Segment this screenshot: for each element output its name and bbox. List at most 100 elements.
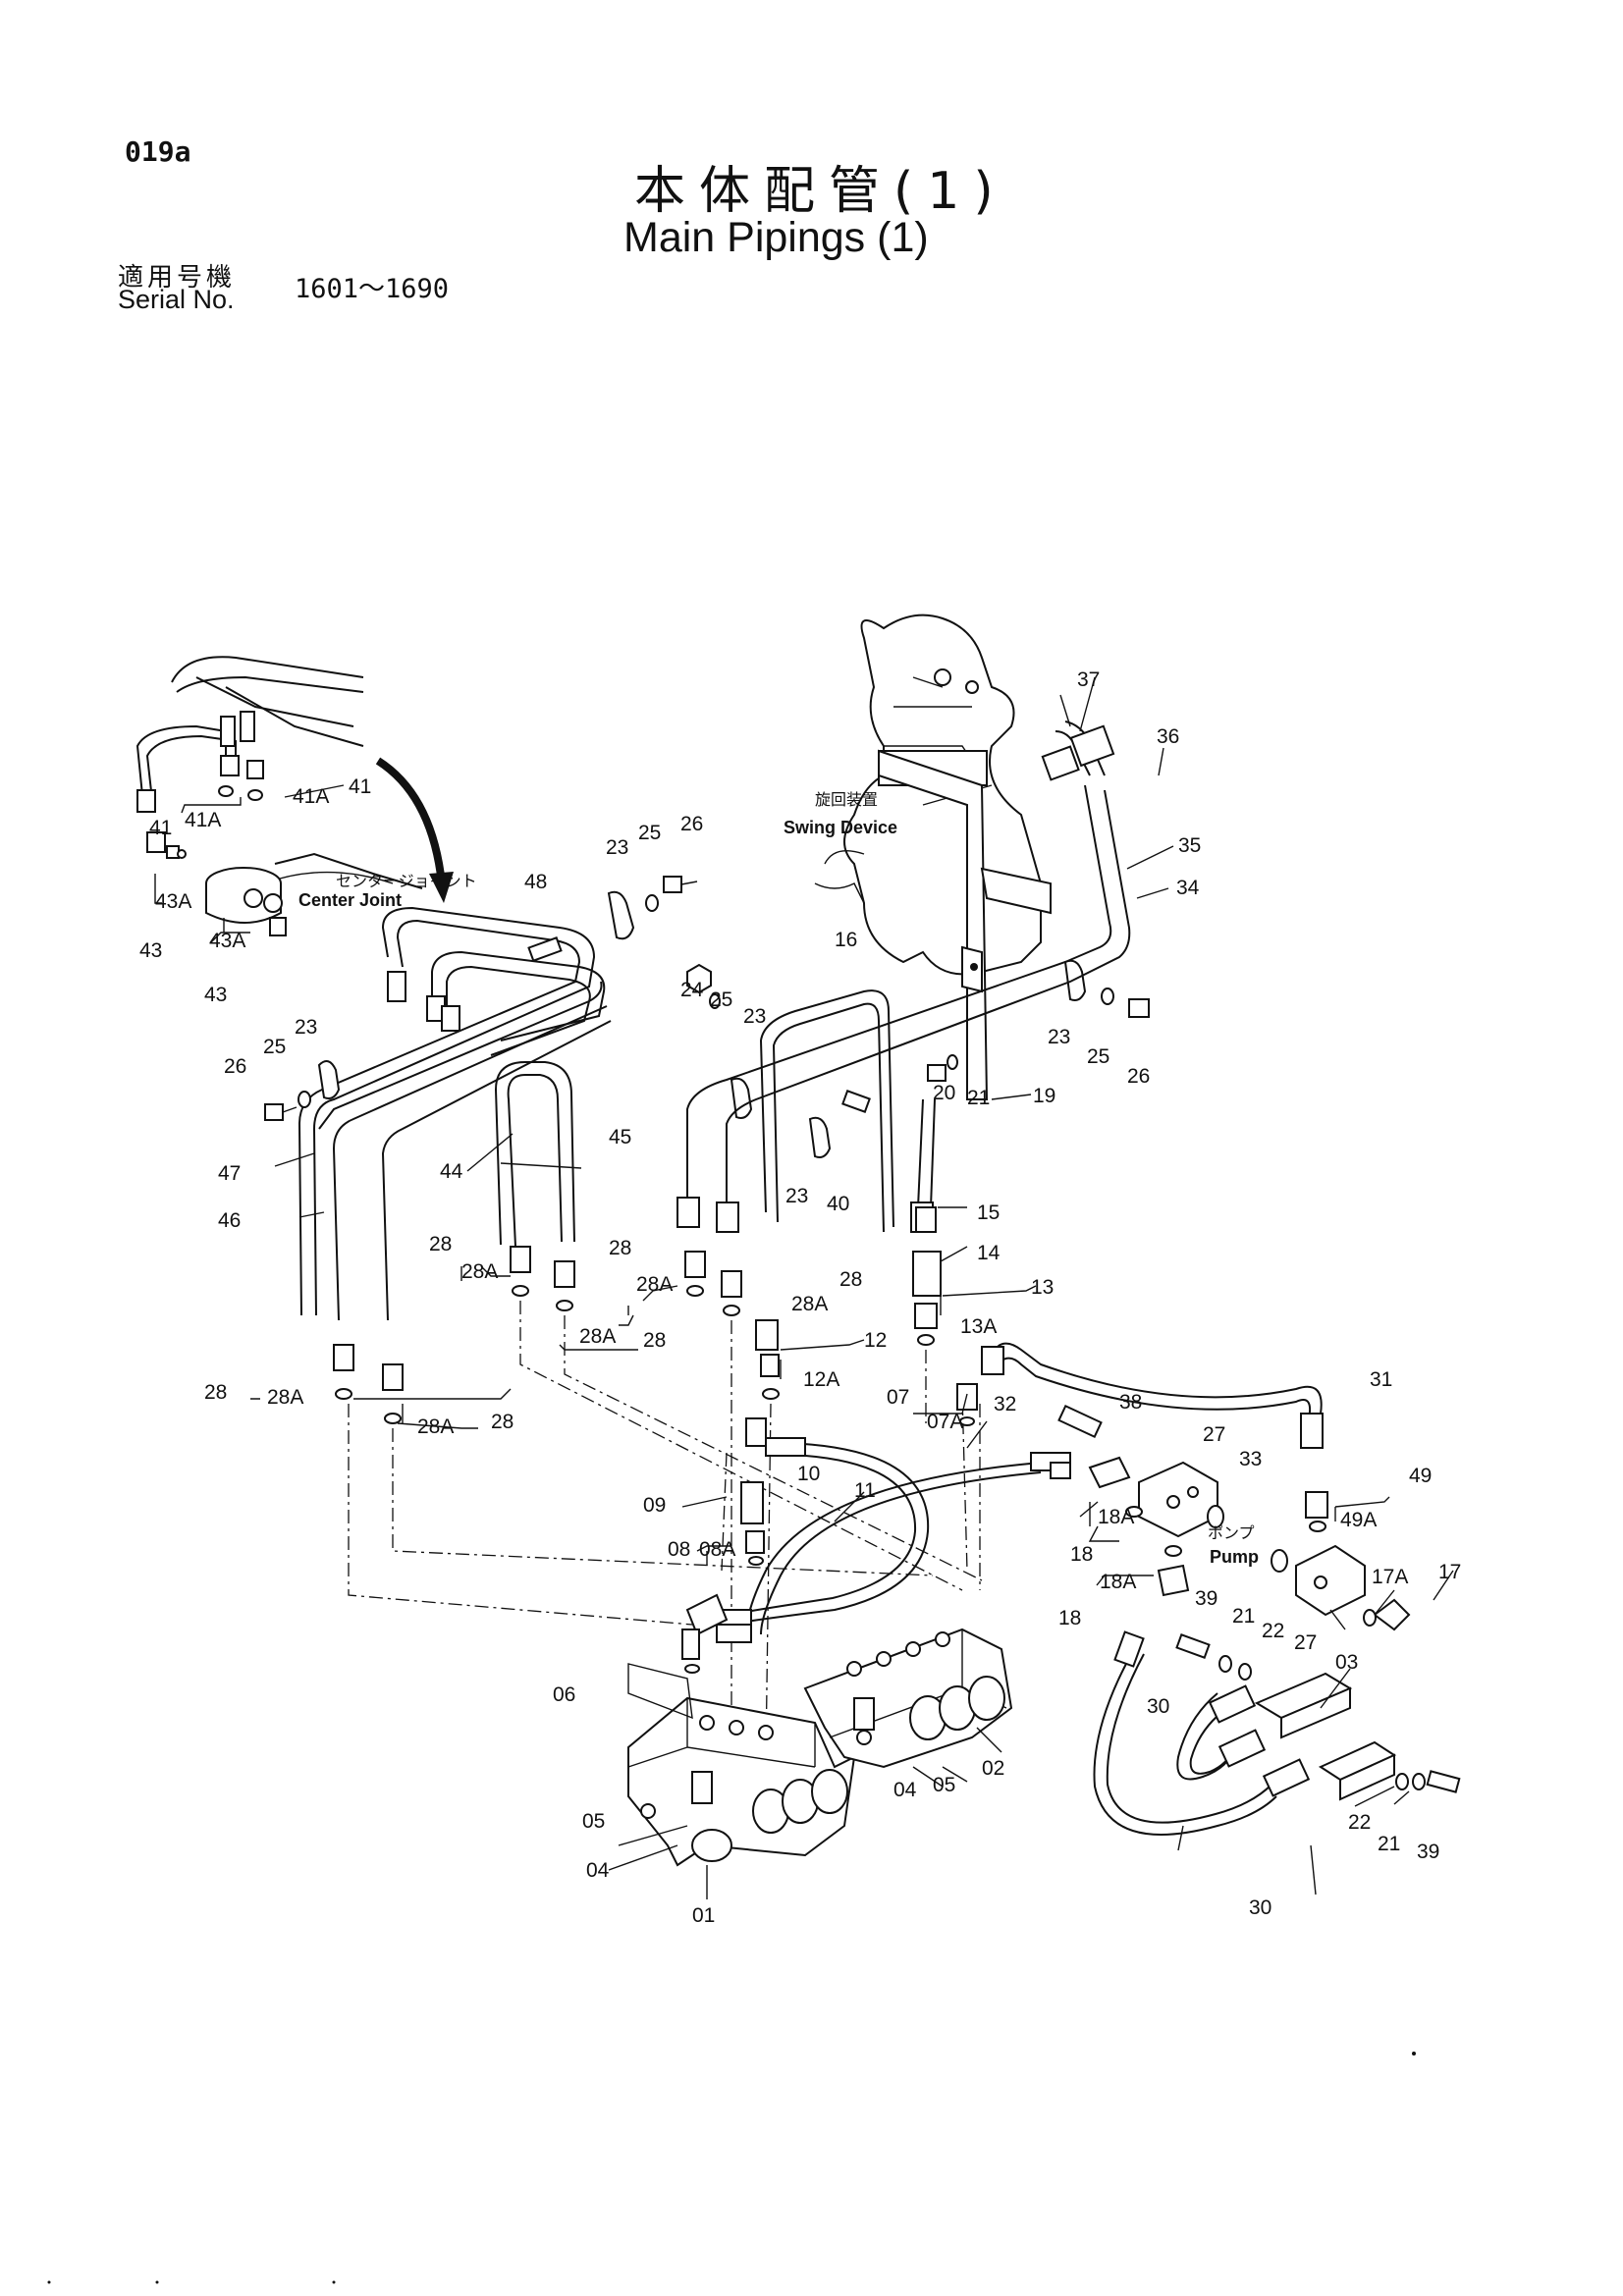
title-english: Main Pipings (1)	[623, 214, 929, 261]
hoses-30-blocks-03	[1093, 1630, 1461, 1836]
callout-22: 22	[1348, 1811, 1371, 1834]
callout-28A: 28A	[579, 1325, 616, 1348]
callout-47: 47	[218, 1162, 241, 1185]
callout-12: 12	[864, 1329, 887, 1352]
callout-28A: 28A	[417, 1415, 454, 1438]
fittings-07-10	[740, 1383, 978, 1566]
page-code: 019a	[125, 135, 191, 168]
control-valve	[627, 1628, 1013, 1867]
callout-25: 25	[638, 822, 661, 844]
callout-28A: 28A	[636, 1273, 673, 1296]
callout-17A: 17A	[1372, 1566, 1408, 1588]
callout-39: 39	[1195, 1587, 1217, 1610]
callout-35: 35	[1178, 834, 1201, 857]
callout-26: 26	[680, 813, 703, 835]
callout-23: 23	[295, 1016, 317, 1039]
callout-27: 27	[1294, 1631, 1317, 1654]
bolts-washers	[264, 876, 1150, 1121]
callout-48: 48	[524, 871, 547, 893]
center-joint-label-jp: センタージョイント	[336, 872, 477, 890]
callout-43A: 43A	[209, 930, 245, 952]
callout-33: 33	[1239, 1448, 1262, 1470]
callout-28A: 28A	[267, 1386, 303, 1409]
pump-label-en: Pump	[1210, 1547, 1259, 1567]
serial-label-japanese: 適用号機	[118, 263, 237, 293]
callout-41A: 41A	[293, 785, 329, 808]
bracket-19	[878, 749, 1052, 1100]
callout-26: 26	[224, 1055, 246, 1078]
serial-range: 1601～1690	[295, 274, 450, 304]
callout-43: 43	[139, 939, 162, 962]
fittings-41-43	[146, 755, 287, 936]
callout-25: 25	[263, 1036, 286, 1058]
callout-23: 23	[1048, 1026, 1070, 1048]
callout-15: 15	[977, 1201, 1000, 1224]
callout-25: 25	[1087, 1045, 1109, 1068]
leader-lines	[154, 676, 1454, 1899]
callout-07: 07	[887, 1386, 909, 1409]
callout-06: 06	[553, 1683, 575, 1706]
callout-28: 28	[491, 1411, 514, 1433]
callout-28A: 28A	[791, 1293, 828, 1315]
callout-37: 37	[1077, 668, 1100, 691]
pipe-bundle-center	[676, 721, 1131, 1233]
callout-28A: 28A	[461, 1260, 498, 1283]
callout-41A: 41A	[185, 809, 221, 831]
callout-20: 20	[933, 1082, 955, 1104]
pipe-bundle-left	[298, 906, 612, 1321]
callout-45: 45	[609, 1126, 631, 1148]
callout-18A: 18A	[1100, 1571, 1136, 1593]
callout-46: 46	[218, 1209, 241, 1232]
callout-12A: 12A	[803, 1368, 839, 1391]
callout-36: 36	[1157, 725, 1179, 748]
callout-28: 28	[609, 1237, 631, 1259]
scan-specks	[47, 2052, 1416, 2284]
callout-28: 28	[204, 1381, 227, 1404]
callout-28: 28	[429, 1233, 452, 1255]
callout-08: 08	[668, 1538, 690, 1561]
callout-43A: 43A	[155, 890, 191, 913]
callout-40: 40	[827, 1193, 849, 1215]
callouts: 41 41A 41A 41 43A 43 43A 43 23 25 26 48 …	[139, 668, 1461, 1927]
callout-07A: 07A	[927, 1411, 963, 1433]
callout-05: 05	[582, 1810, 605, 1833]
direction-arrow	[375, 757, 454, 903]
callout-19: 19	[1033, 1085, 1055, 1107]
callout-24: 24	[680, 979, 704, 1001]
callout-09: 09	[643, 1494, 666, 1517]
callout-08A: 08A	[699, 1538, 735, 1561]
callout-21: 21	[1378, 1833, 1400, 1855]
swing-device-label-jp: 旋回装置	[815, 790, 878, 809]
callout-18: 18	[1058, 1607, 1081, 1629]
callout-32: 32	[994, 1393, 1016, 1415]
callout-28: 28	[643, 1329, 666, 1352]
fittings-column	[333, 1206, 942, 1424]
pump-label-jp: ポンプ	[1208, 1523, 1255, 1542]
right-components	[1057, 1404, 1411, 1631]
center-joint-area	[135, 656, 423, 924]
callout-01: 01	[692, 1904, 715, 1927]
callout-10: 10	[797, 1463, 820, 1485]
callout-17: 17	[1438, 1561, 1461, 1583]
callout-16: 16	[835, 929, 857, 951]
callout-23: 23	[743, 1005, 766, 1028]
swing-device-label-en: Swing Device	[784, 818, 897, 837]
callout-41: 41	[149, 817, 172, 839]
callout-30: 30	[1249, 1896, 1271, 1919]
callout-13A: 13A	[960, 1315, 997, 1338]
callout-04: 04	[586, 1859, 610, 1882]
callout-49A: 49A	[1340, 1509, 1377, 1531]
serial-label-english: Serial No.	[118, 285, 235, 314]
callout-38: 38	[1119, 1391, 1142, 1414]
callout-44: 44	[440, 1160, 463, 1183]
callout-28: 28	[839, 1268, 862, 1291]
callout-11: 11	[854, 1479, 876, 1502]
callout-23: 23	[606, 836, 628, 859]
callout-34: 34	[1176, 877, 1200, 899]
hoses	[716, 1342, 1324, 1643]
center-lines	[348, 1301, 983, 1758]
callout-04: 04	[893, 1779, 917, 1801]
callout-39: 39	[1417, 1841, 1439, 1863]
callout-05: 05	[933, 1774, 955, 1796]
callout-41: 41	[349, 775, 371, 798]
